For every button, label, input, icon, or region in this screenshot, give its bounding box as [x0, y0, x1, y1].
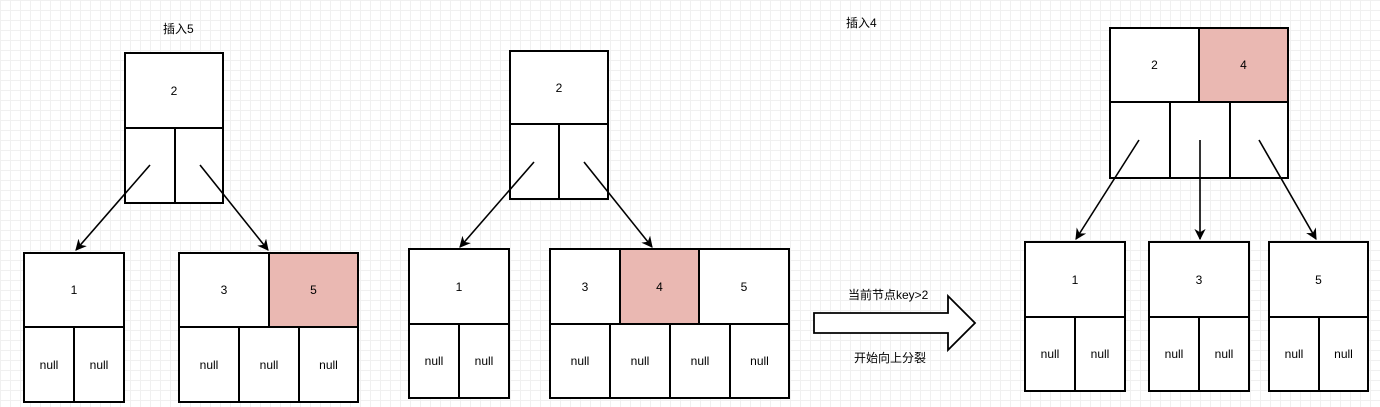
tree2-leaf1-null-left: null [408, 323, 460, 399]
tree2-leaf2-null-3: null [669, 323, 731, 399]
tree3-root-pointer-1 [1109, 101, 1171, 179]
tree3-leaf2-key-cell: 3 [1148, 241, 1250, 318]
tree2-root-pointer-right [558, 123, 609, 200]
tree1-leaf2-null-1: null [178, 326, 240, 403]
tree2-leaf1-key-cell: 1 [408, 248, 510, 325]
tree1-leaf2-key-cell-highlighted: 5 [268, 252, 359, 328]
split-transition-arrow [813, 293, 977, 353]
tree1-leaf1-null-left: null [23, 326, 75, 403]
tree3-root-pointer-3 [1229, 101, 1289, 179]
tree2-root-pointer-left [509, 123, 560, 200]
tree3-root-key-cell-highlighted: 4 [1198, 27, 1289, 103]
tree3-leaf1-key-cell: 1 [1024, 241, 1126, 318]
tree3-leaf1-null-left: null [1024, 316, 1076, 392]
tree2-leaf2-null-4: null [729, 323, 790, 399]
tree2-leaf2-key-cell: 3 [549, 248, 621, 325]
tree3-leaf3-null-right: null [1318, 316, 1369, 392]
tree2-leaf2-key-cell-highlighted: 4 [619, 248, 700, 325]
tree2-leaf2-null-2: null [609, 323, 671, 399]
tree1-leaf2-key-cell: 3 [178, 252, 270, 328]
tree1-root-pointer-left [124, 127, 176, 204]
tree2-leaf2-null-1: null [549, 323, 611, 399]
tree1-leaf2-null-3: null [298, 326, 359, 403]
tree3-leaf2-null-left: null [1148, 316, 1200, 392]
tree2-leaf2-key-cell: 5 [698, 248, 790, 325]
tree3-leaf3-key-cell: 5 [1268, 241, 1369, 318]
caption-insert-4: 插入4 [846, 16, 877, 30]
tree3-leaf1-null-right: null [1074, 316, 1126, 392]
tree1-root-key-cell: 2 [124, 52, 224, 129]
caption-insert-5: 插入5 [163, 22, 194, 36]
tree3-root-pointer-2 [1169, 101, 1231, 179]
tree1-root-pointer-right [174, 127, 224, 204]
tree1-leaf1-key-cell: 1 [23, 252, 125, 328]
tree3-root-key-cell: 2 [1109, 27, 1200, 103]
tree2-leaf1-null-right: null [458, 323, 510, 399]
tree2-root-key-cell: 2 [509, 50, 609, 125]
tree1-leaf2-null-2: null [238, 326, 300, 403]
split-condition-label: 当前节点key>2 [848, 288, 929, 302]
tree3-leaf2-null-right: null [1198, 316, 1250, 392]
tree1-leaf1-null-right: null [73, 326, 125, 403]
split-action-label: 开始向上分裂 [854, 351, 927, 365]
tree3-leaf3-null-left: null [1268, 316, 1320, 392]
